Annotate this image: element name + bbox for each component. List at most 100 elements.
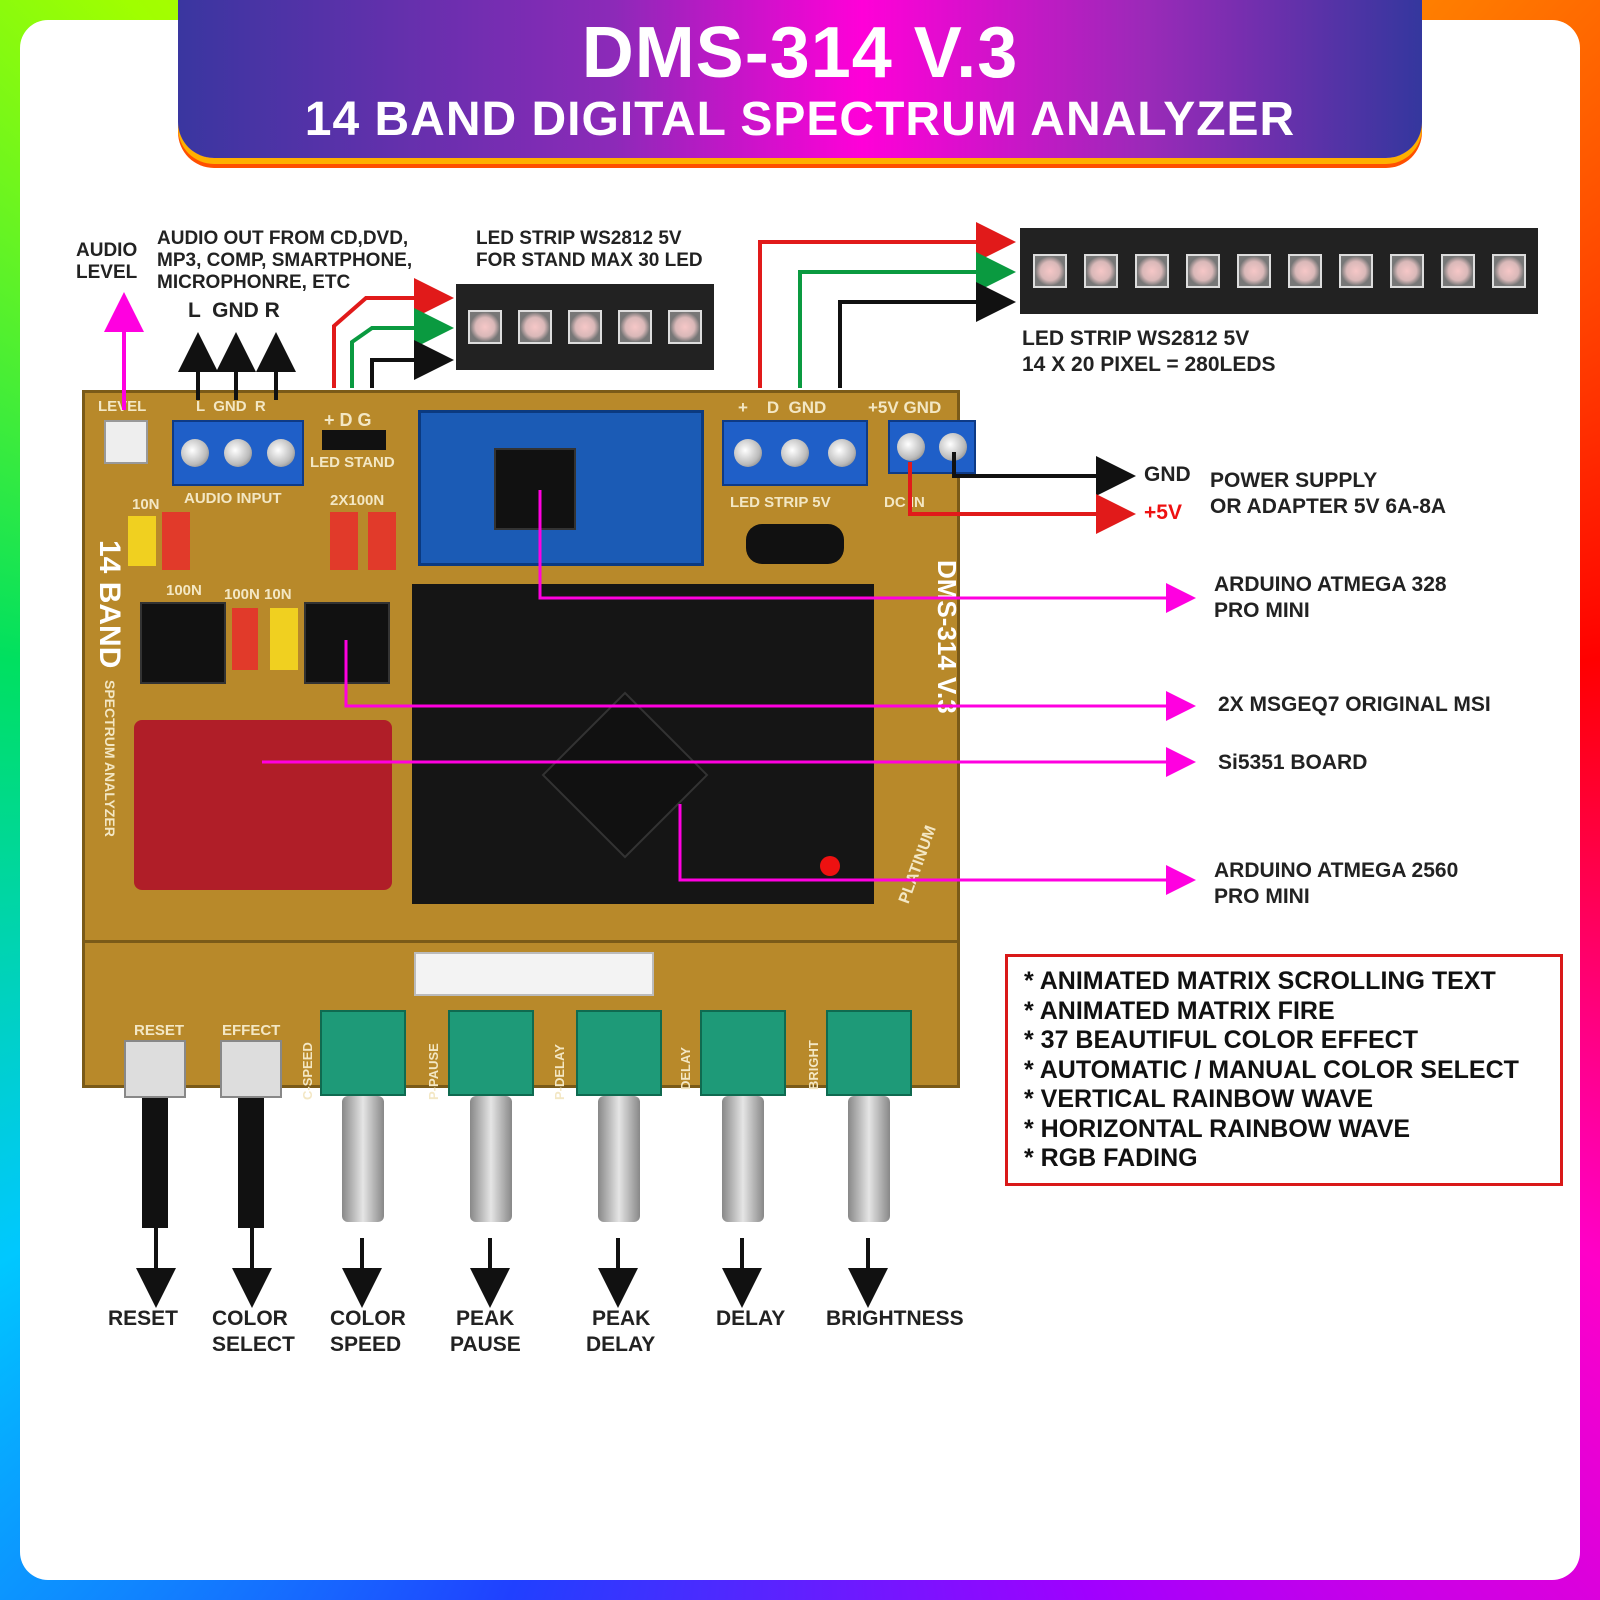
audio-level-label-2: LEVEL bbox=[76, 262, 138, 283]
main-strip-wires bbox=[758, 222, 1016, 388]
pointer-msgeq7 bbox=[344, 640, 1196, 721]
control-label-peak-delay-2: DELAY bbox=[586, 1333, 656, 1356]
screw bbox=[266, 439, 295, 467]
pot-body bbox=[826, 1010, 912, 1096]
capacitor-100n-c bbox=[368, 512, 396, 570]
led-pixel bbox=[668, 310, 702, 344]
button-stem bbox=[238, 1098, 264, 1228]
capacitor-100n bbox=[162, 512, 190, 570]
led-pixel bbox=[1083, 254, 1118, 288]
led-pixel bbox=[1491, 254, 1526, 288]
silk-2x100n: 2X100N bbox=[330, 492, 385, 509]
stand-strip-label-1: LED STRIP WS2812 5V bbox=[476, 228, 682, 249]
pot-shaft bbox=[722, 1096, 764, 1222]
ribbon-connector bbox=[414, 952, 654, 996]
pot-shaft bbox=[598, 1096, 640, 1222]
main-led-strip bbox=[1020, 228, 1538, 314]
silk-led-stand: LED STAND bbox=[310, 454, 395, 471]
screw bbox=[733, 439, 762, 467]
stand-led-strip bbox=[456, 284, 714, 370]
feature-item: * RGB FADING bbox=[1024, 1144, 1198, 1172]
led-pixel bbox=[568, 310, 602, 344]
wire-stand-g bbox=[370, 340, 454, 388]
wire-power-5v bbox=[908, 462, 1136, 534]
button-base bbox=[220, 1040, 282, 1098]
stand-strip-wires bbox=[332, 278, 454, 388]
pot-shaft bbox=[470, 1096, 512, 1222]
wire-stand-d bbox=[350, 308, 454, 388]
audio-arrows bbox=[104, 292, 296, 410]
control-label-delay: DELAY bbox=[716, 1307, 786, 1330]
power-label-1: POWER SUPPLY bbox=[1210, 469, 1378, 492]
arduino2560-label-1: ARDUINO ATMEGA 2560 bbox=[1214, 859, 1459, 882]
power-wires bbox=[908, 452, 1136, 534]
arduino328-label-2: PRO MINI bbox=[1214, 599, 1310, 622]
msgeq7-label: 2X MSGEQ7 ORIGINAL MSI bbox=[1218, 693, 1491, 716]
silk-plus5v-gnd: +5V GND bbox=[868, 398, 942, 417]
led-pixel bbox=[468, 310, 502, 344]
screw bbox=[780, 439, 809, 467]
control-arrows bbox=[136, 1222, 888, 1308]
main-strip-label-1: LED STRIP WS2812 5V bbox=[1022, 327, 1250, 350]
onboard-reset-button[interactable] bbox=[820, 856, 840, 876]
control-label-color-select-1: COLOR bbox=[212, 1307, 288, 1330]
arduino-328-module bbox=[418, 410, 704, 566]
led-pixel bbox=[1287, 254, 1322, 288]
capacitor-100n-d bbox=[232, 608, 258, 670]
title-banner: DMS-314 V.3 14 BAND DIGITAL SPECTRUM ANA… bbox=[178, 0, 1422, 158]
led-pixel bbox=[1185, 254, 1220, 288]
screw bbox=[897, 433, 925, 461]
control-label-color-select-2: SELECT bbox=[212, 1333, 295, 1356]
arduino2560-label-2: PRO MINI bbox=[1214, 885, 1310, 908]
wire-stand-plus bbox=[332, 278, 454, 388]
silk-10n: 10N bbox=[132, 496, 160, 513]
dc-in-terminal[interactable] bbox=[888, 420, 976, 474]
silk-reset: RESET bbox=[134, 1022, 185, 1039]
gnd-label: GND bbox=[1144, 463, 1191, 486]
led-pixel bbox=[618, 310, 652, 344]
atmega328-chip bbox=[494, 448, 576, 530]
led-pixel bbox=[1440, 254, 1475, 288]
pot-body bbox=[320, 1010, 406, 1096]
level-trimmer[interactable] bbox=[104, 420, 148, 464]
led-pixel bbox=[518, 310, 552, 344]
plus5v-label: +5V bbox=[1144, 501, 1182, 524]
component-pointers bbox=[262, 490, 1196, 895]
wire-power-gnd bbox=[952, 452, 1136, 496]
silk-pdg: + D G bbox=[324, 410, 372, 430]
feature-item: * ANIMATED MATRIX SCROLLING TEXT bbox=[1024, 967, 1496, 995]
control-label-peak-delay-1: PEAK bbox=[592, 1307, 651, 1330]
silk-audio-input: AUDIO INPUT bbox=[184, 490, 282, 507]
pot-body bbox=[448, 1010, 534, 1096]
page-title: DMS-314 V.3 bbox=[581, 13, 1019, 93]
screw bbox=[828, 439, 857, 467]
silk-lgndr: L GND R bbox=[196, 398, 266, 415]
control-label-color-speed-2: SPEED bbox=[330, 1333, 402, 1356]
wire-main-plus bbox=[758, 222, 1016, 388]
led-stand-header[interactable] bbox=[322, 430, 386, 450]
button-stem bbox=[142, 1098, 168, 1228]
control-label-color-speed-1: COLOR bbox=[330, 1307, 406, 1330]
screw bbox=[223, 439, 252, 467]
capacitor bbox=[746, 524, 844, 564]
audio-source-label-1: AUDIO OUT FROM CD,DVD, bbox=[157, 228, 409, 249]
pot-body bbox=[700, 1010, 786, 1096]
feature-item: * HORIZONTAL RAINBOW WAVE bbox=[1024, 1114, 1411, 1143]
led-strip-terminal[interactable] bbox=[722, 420, 868, 486]
page-subtitle: 14 BAND DIGITAL SPECTRUM ANALYZER bbox=[304, 93, 1296, 146]
control-label-peak-pause-1: PEAK bbox=[456, 1307, 515, 1330]
led-pixel bbox=[1389, 254, 1424, 288]
control-label-peak-pause-2: PAUSE bbox=[450, 1333, 521, 1356]
capacitor-10n bbox=[128, 516, 156, 566]
audio-level-label-1: AUDIO bbox=[76, 240, 138, 261]
silk-100n-10n: 100N 10N bbox=[224, 586, 292, 603]
si5351-board bbox=[134, 720, 392, 890]
features-box: * ANIMATED MATRIX SCROLLING TEXT * ANIMA… bbox=[1005, 954, 1563, 1186]
feature-item: * 37 BEAUTIFUL COLOR EFFECT bbox=[1024, 1026, 1419, 1054]
audio-input-terminal[interactable] bbox=[172, 420, 304, 486]
silk-100n: 100N bbox=[166, 582, 202, 599]
silk-led-strip5v: LED STRIP 5V bbox=[730, 494, 831, 511]
capacitor-10n-b bbox=[270, 608, 298, 670]
arduino328-label-1: ARDUINO ATMEGA 328 bbox=[1214, 573, 1447, 596]
